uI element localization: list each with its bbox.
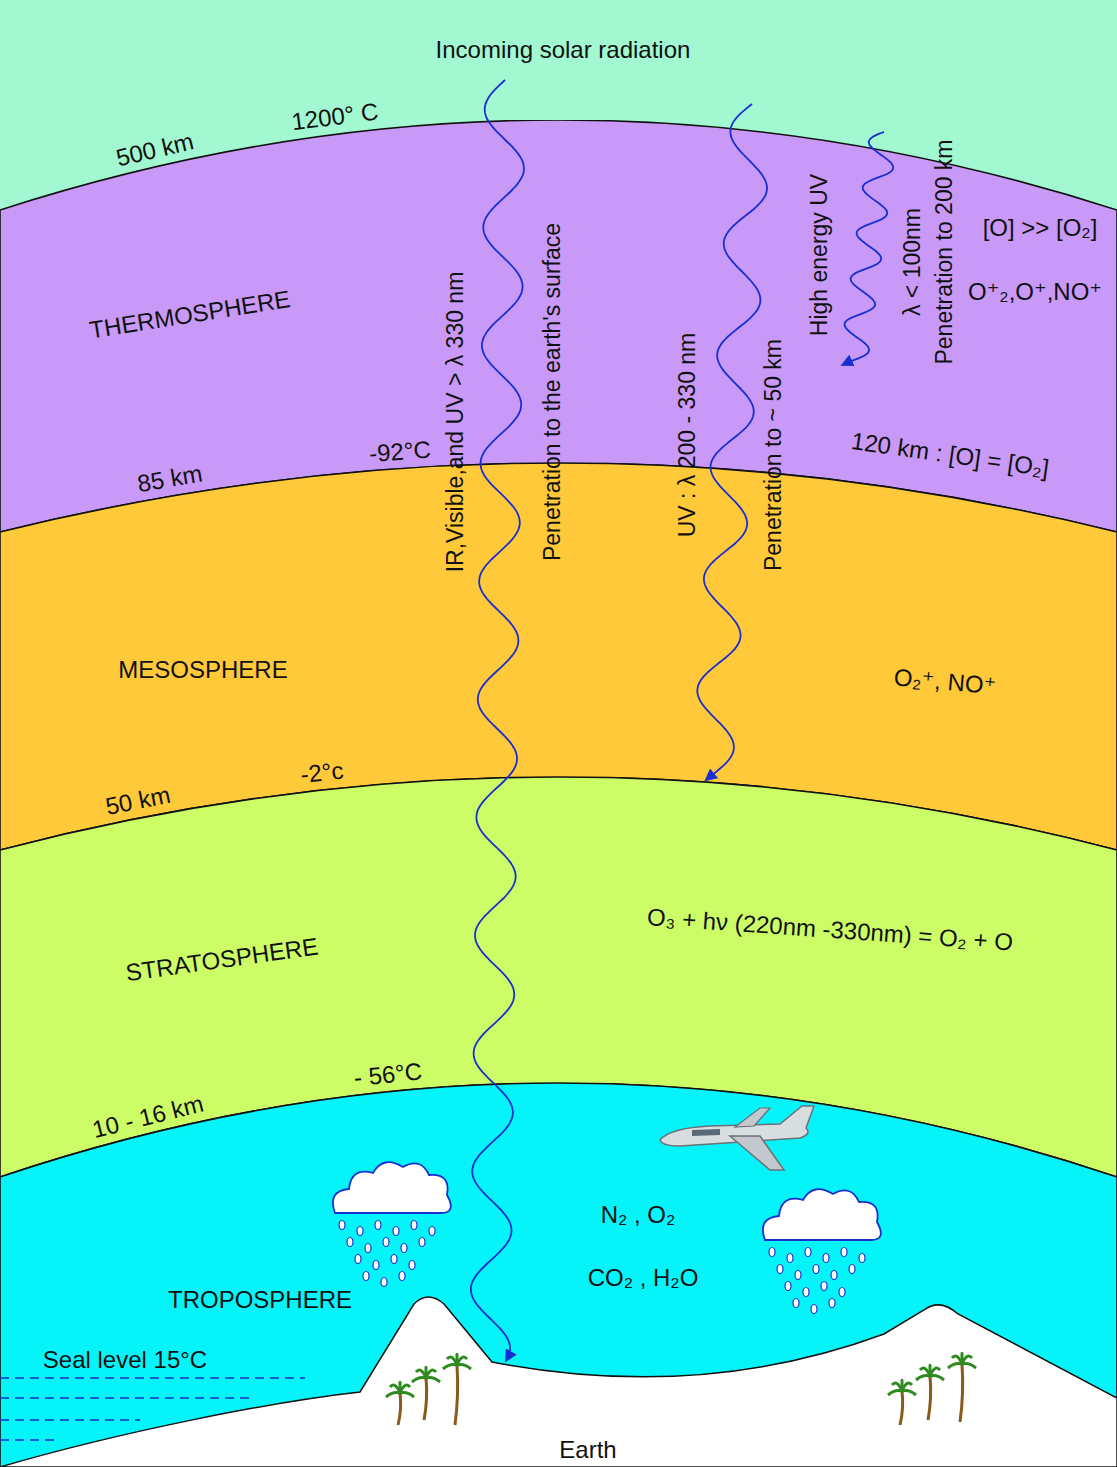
radiation-wave (697, 104, 767, 780)
rain-drop (381, 1278, 387, 1287)
rain-drop (399, 1272, 405, 1281)
ion-list: O⁺₂,O⁺,NO⁺ (968, 279, 1102, 305)
rain-drop (391, 1255, 397, 1264)
rain-drop (831, 1271, 837, 1280)
gas-list: CO₂ , H₂O (588, 1265, 699, 1291)
rain-drop (411, 1221, 417, 1230)
rain-drop (419, 1238, 425, 1247)
rain-drop (401, 1244, 407, 1253)
rain-drop (849, 1265, 855, 1274)
palm-tree (948, 1353, 976, 1422)
earth-label: Earth (559, 1437, 616, 1463)
rain-drop (383, 1238, 389, 1247)
gas-list: N₂ , O₂ (601, 1202, 676, 1228)
sea-lines (0, 1378, 305, 1440)
rain-drop (373, 1261, 379, 1270)
rain-drop (823, 1254, 829, 1263)
heading-label: Incoming solar radiation (436, 37, 691, 63)
radiation-label: UV : λ 200 - 330 nm (675, 333, 700, 538)
rain-drop (363, 1272, 369, 1281)
earth-ground: Earth (0, 1290, 1117, 1467)
penetration-label: Penetration to 200 km (932, 139, 957, 364)
rain-clouds (333, 1162, 881, 1313)
rain-drop (803, 1288, 809, 1297)
radiation-wave (471, 80, 524, 1360)
rain-drop (769, 1248, 775, 1257)
chemistry-note: [O] >> [O₂] (983, 215, 1098, 241)
rain-drop (841, 1248, 847, 1257)
penetration-label: Penetration to the earth's surface (540, 223, 565, 561)
rain-drop (795, 1271, 801, 1280)
palm-trees (386, 1353, 976, 1425)
palm-tree (443, 1354, 471, 1425)
temperature-label: -92°C (368, 436, 431, 467)
rain-drop (355, 1255, 361, 1264)
rain-drop (793, 1299, 799, 1308)
radiation-label: λ < 100nm (900, 208, 925, 316)
rain-drop (365, 1244, 371, 1253)
rain-drop (777, 1265, 783, 1274)
band-shape (0, 1290, 1117, 1467)
rain-drop (429, 1227, 435, 1236)
layer-name: MESOSPHERE (118, 657, 287, 683)
penetration-label: Penetration to ~ 50 km (761, 339, 786, 571)
rain-drop (409, 1261, 415, 1270)
layer-name: TROPOSPHERE (168, 1287, 352, 1313)
cloud (333, 1162, 451, 1213)
palm-tree (888, 1380, 916, 1425)
palm-tree (412, 1367, 440, 1420)
rain-drop (829, 1299, 835, 1308)
rain-drop (811, 1305, 817, 1314)
rain-drop (347, 1238, 353, 1247)
rain-drop (787, 1254, 793, 1263)
radiation-label: High energy UV (807, 174, 832, 336)
radiation-wave (843, 132, 893, 365)
rain-drop (393, 1227, 399, 1236)
rain-drop (821, 1282, 827, 1291)
palm-tree (386, 1382, 414, 1425)
rain-drop (785, 1282, 791, 1291)
radiation-waves (471, 80, 893, 1360)
rain-drop (339, 1221, 345, 1230)
cloud (763, 1189, 881, 1240)
rain-drop (839, 1288, 845, 1297)
palm-tree (916, 1365, 944, 1420)
sea-level-label: Seal level 15°C (43, 1347, 207, 1373)
airplane (660, 1106, 814, 1170)
rain-drop (813, 1265, 819, 1274)
rain-drop (859, 1254, 865, 1263)
temperature-label: -2°c (299, 758, 345, 789)
rain-drop (375, 1221, 381, 1230)
rain-drop (805, 1248, 811, 1257)
radiation-label: IR,Visible,and UV > λ 330 nm (443, 272, 468, 573)
rain-drop (357, 1227, 363, 1236)
